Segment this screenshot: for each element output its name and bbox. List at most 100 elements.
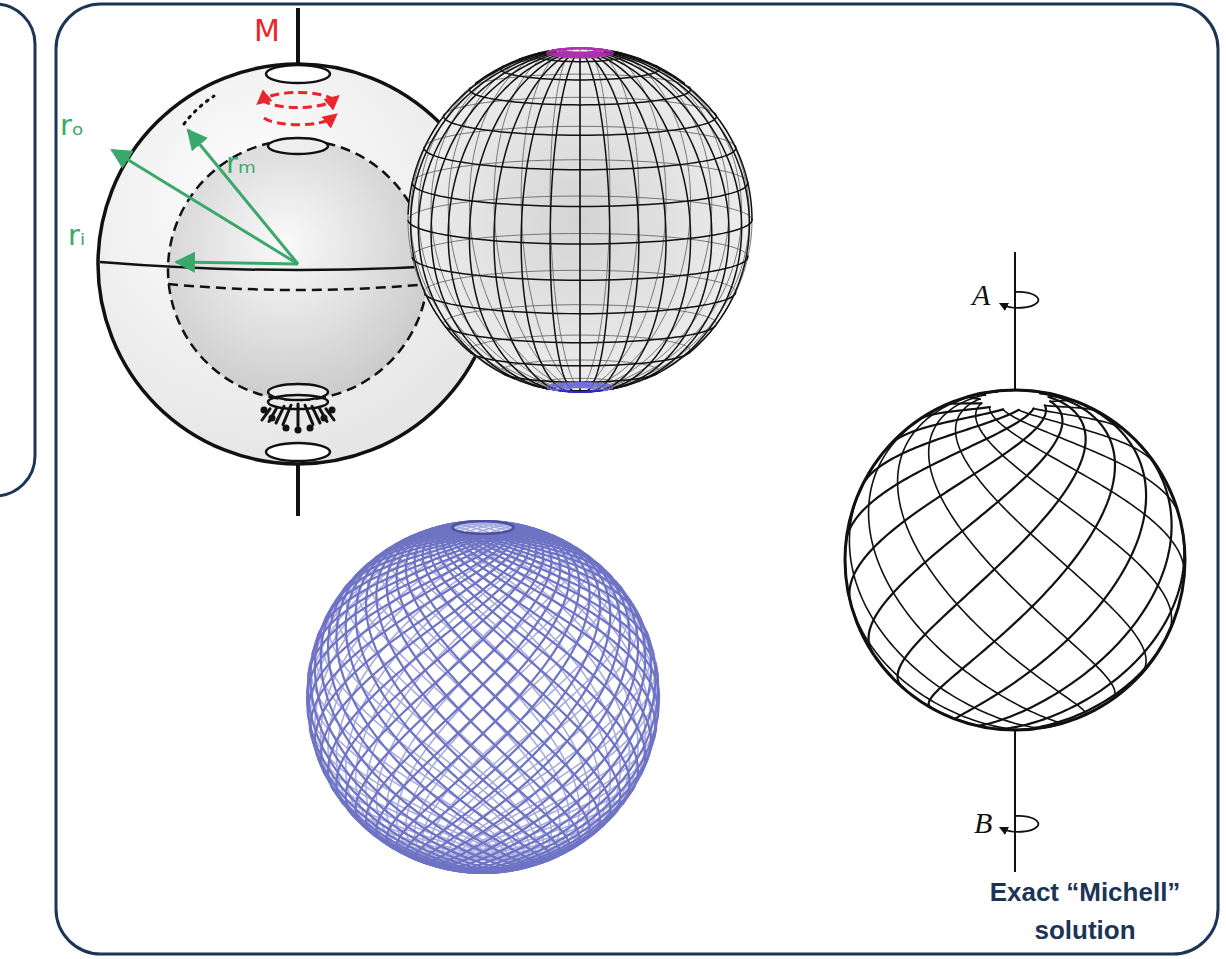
michell-spiral [1003, 409, 1179, 515]
axis-line [1014, 252, 1016, 392]
wire-front [412, 258, 580, 281]
mid-sphere-dots [184, 96, 214, 124]
wire-front [425, 294, 580, 313]
wire-front [580, 293, 736, 314]
michell-spiral [1044, 710, 1095, 728]
fixed-support [261, 395, 336, 434]
lattice-top-ring [452, 521, 513, 534]
main-panel [56, 4, 1218, 954]
michell-spiral [849, 405, 1046, 603]
support-ring [550, 384, 610, 392]
michell-spiral [846, 408, 1034, 542]
radius-label: rₘ [226, 148, 256, 180]
michell-spiral [898, 397, 1086, 688]
lattice-strut [366, 524, 560, 835]
lattice-strut [307, 532, 506, 695]
support-hatch [276, 406, 284, 423]
wire-front [580, 352, 690, 366]
michell-spiral [976, 437, 1171, 726]
wire-front [601, 53, 729, 387]
support-dot [329, 407, 336, 414]
radius-arrow [176, 262, 298, 264]
torque-arrow [262, 100, 334, 107]
axis-line [296, 462, 300, 516]
michell-sphere [845, 252, 1185, 872]
support-ring [580, 390, 603, 391]
wire-front [424, 147, 580, 169]
end-label: B [974, 806, 992, 839]
rotation-arrow [1003, 816, 1038, 832]
michell-spiral [1018, 390, 1027, 391]
michell-spiral [989, 407, 1184, 576]
lattice-strut [457, 662, 658, 871]
lattice-strut [376, 523, 569, 842]
wire-front [501, 66, 580, 80]
support-dot [307, 425, 314, 432]
support-dot [321, 415, 328, 422]
michell-spiral [976, 403, 1172, 632]
radius-label: rᵢ [68, 220, 85, 252]
wireframe-sphere [408, 48, 752, 392]
inner-top-hole [268, 138, 328, 154]
lattice-strut [310, 728, 499, 872]
wire-front [602, 52, 741, 378]
michell-spiral [849, 482, 1043, 728]
radius-arrow [188, 130, 298, 264]
michell-spiral [995, 529, 1185, 729]
wire-front [580, 146, 736, 170]
wire-front [504, 374, 580, 382]
lattice-strut [315, 529, 519, 756]
wire-front [471, 353, 580, 366]
support-dot [295, 427, 302, 434]
lattice-strut [366, 522, 560, 857]
wire-front [408, 221, 580, 244]
lattice-strut [462, 693, 659, 871]
wireframe-fill [408, 48, 752, 392]
michell-spiral [862, 410, 1019, 486]
torque-arrow [262, 93, 334, 100]
wire-front [580, 113, 716, 135]
wire-front [580, 256, 748, 280]
load-ring [559, 48, 601, 54]
inner-equator-line [168, 284, 428, 290]
load-ring [565, 48, 595, 52]
load-ring [562, 48, 598, 53]
moment-label: M [254, 14, 280, 47]
wire-front [580, 326, 716, 343]
support-ring [559, 391, 580, 392]
top-hole [266, 65, 330, 83]
michell-spiral [1015, 634, 1168, 730]
lattice-strut [376, 522, 569, 853]
michell-outline [845, 390, 1185, 730]
wire-front [444, 114, 580, 135]
rotation-arrow [1003, 292, 1038, 308]
michell-spiral [1037, 391, 1041, 393]
lattice-strut [346, 535, 544, 863]
lattice-strut-back [315, 636, 519, 865]
lattice-sphere [307, 521, 659, 873]
axis-line [1014, 728, 1016, 872]
bottom-hole [266, 443, 330, 461]
wire-front [580, 182, 748, 206]
wire-front [470, 88, 580, 105]
support-hatch [297, 404, 300, 426]
axis-line [296, 8, 300, 64]
wire-front [580, 87, 690, 105]
wire-front [446, 327, 580, 343]
wire-front [604, 51, 752, 220]
support-dot [261, 407, 268, 414]
support-dot [283, 425, 290, 432]
michell-spiral [898, 392, 1086, 715]
support-ring [553, 384, 607, 391]
wire-front [580, 219, 752, 244]
radius-arrow [112, 150, 298, 264]
figure-caption: Exact “Michell” solution [965, 874, 1205, 949]
support-hatch [269, 408, 277, 422]
support-ring [556, 385, 604, 392]
support-hatch [283, 405, 291, 424]
torque-arrow [264, 118, 332, 125]
radius-label: rₒ [60, 110, 84, 142]
wire-front [580, 66, 659, 80]
